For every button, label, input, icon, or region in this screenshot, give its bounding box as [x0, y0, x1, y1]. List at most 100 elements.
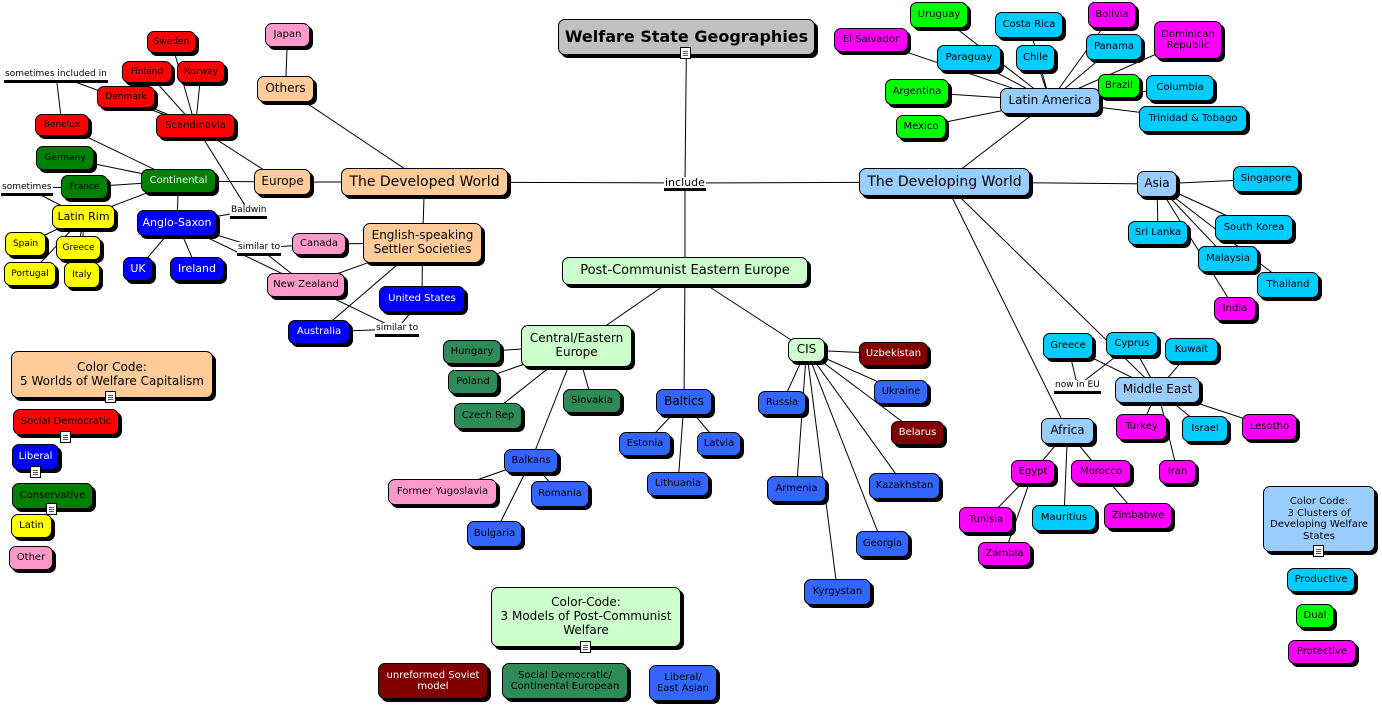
- node-estonia[interactable]: Estonia: [619, 432, 671, 456]
- node-finland[interactable]: Finland: [122, 61, 172, 83]
- node-lp-uns[interactable]: unreformed Soviet model: [378, 663, 488, 699]
- node-columbia[interactable]: Columbia: [1146, 75, 1214, 101]
- node-greece-me[interactable]: Greece: [1043, 333, 1093, 359]
- node-norway[interactable]: Norway: [177, 61, 225, 83]
- node-greece-eu[interactable]: Greece: [56, 236, 101, 260]
- node-malaysia[interactable]: Malaysia: [1198, 246, 1258, 272]
- node-turkey[interactable]: Turkey: [1116, 414, 1167, 440]
- node-portugal[interactable]: Portugal: [4, 262, 56, 286]
- node-benelux[interactable]: Benelux: [35, 114, 89, 136]
- node-brazil[interactable]: Brazil: [1098, 74, 1140, 98]
- node-denmark[interactable]: Denmark: [97, 86, 155, 108]
- node-france[interactable]: France: [61, 175, 108, 199]
- node-settler[interactable]: English-speaking Settler Societies: [363, 223, 482, 263]
- document-icon[interactable]: [105, 391, 116, 403]
- node-continental[interactable]: Continental: [141, 169, 216, 193]
- node-lp-lea[interactable]: Liberal/ East Asian: [649, 665, 717, 701]
- node-baltics[interactable]: Baltics: [656, 389, 712, 415]
- document-icon[interactable]: [30, 466, 41, 478]
- node-postcommunist[interactable]: Post-Communist Eastern Europe: [562, 257, 808, 285]
- node-singapore[interactable]: Singapore: [1233, 166, 1299, 192]
- node-romania[interactable]: Romania: [531, 481, 589, 507]
- node-uzbekistan[interactable]: Uzbekistan: [859, 342, 928, 366]
- node-asia[interactable]: Asia: [1137, 171, 1177, 197]
- node-zimbabwe[interactable]: Zimbabwe: [1104, 503, 1172, 529]
- node-lw-lat[interactable]: Latin: [11, 514, 52, 538]
- node-morocco[interactable]: Morocco: [1071, 460, 1131, 484]
- node-lw-sd[interactable]: Social Democratic: [13, 409, 119, 435]
- node-latin-america[interactable]: Latin America: [1000, 88, 1100, 114]
- node-hungary[interactable]: Hungary: [443, 340, 501, 364]
- node-bolivia[interactable]: Bolivia: [1088, 2, 1136, 28]
- node-armenia[interactable]: Armenia: [767, 476, 826, 502]
- node-iran[interactable]: Iran: [1159, 460, 1196, 484]
- node-cis[interactable]: CIS: [788, 338, 825, 362]
- node-israel[interactable]: Israel: [1182, 416, 1228, 442]
- node-lesotho[interactable]: Lesotho: [1242, 414, 1297, 440]
- node-europe[interactable]: Europe: [254, 169, 311, 195]
- node-tunisia[interactable]: Tunisia: [959, 507, 1013, 533]
- node-slovakia[interactable]: Slovakia: [563, 389, 621, 413]
- node-uk[interactable]: UK: [123, 257, 153, 281]
- node-lw-title[interactable]: Color Code: 5 Worlds of Welfare Capitali…: [11, 351, 213, 398]
- node-trinidad[interactable]: Trinidad & Tobago: [1139, 106, 1247, 132]
- node-belarus[interactable]: Belarus: [891, 421, 944, 445]
- node-japan[interactable]: Japan: [265, 23, 310, 47]
- node-ld-title[interactable]: Color Code: 3 Clusters of Developing Wel…: [1263, 486, 1375, 552]
- node-kyrgystan[interactable]: Kyrgystan: [804, 579, 871, 605]
- node-lp-title[interactable]: Color-Code: 3 Models of Post-Communist W…: [491, 587, 681, 647]
- node-germany[interactable]: Germany: [36, 146, 94, 170]
- document-icon[interactable]: [1313, 545, 1324, 557]
- node-scandinavia[interactable]: Scandinavia: [156, 114, 235, 138]
- node-former-yugoslavia[interactable]: Former Yugoslavia: [388, 479, 497, 505]
- node-mauritius[interactable]: Mauritius: [1032, 505, 1096, 531]
- node-lw-oth[interactable]: Other: [9, 546, 53, 570]
- node-spain[interactable]: Spain: [5, 232, 46, 256]
- node-argentina[interactable]: Argentina: [885, 79, 949, 105]
- node-south-korea[interactable]: South Korea: [1215, 215, 1293, 241]
- node-panama[interactable]: Panama: [1086, 34, 1142, 60]
- node-thailand[interactable]: Thailand: [1257, 272, 1319, 298]
- node-uruguay[interactable]: Uruguay: [910, 2, 968, 28]
- node-new-zealand[interactable]: New Zealand: [267, 273, 345, 297]
- node-poland[interactable]: Poland: [448, 370, 498, 394]
- node-ld-dual[interactable]: Dual: [1296, 604, 1334, 628]
- node-latin-rim[interactable]: Latin Rim: [52, 205, 115, 229]
- node-africa[interactable]: Africa: [1041, 418, 1094, 444]
- document-icon[interactable]: [580, 641, 591, 653]
- node-lithuania[interactable]: Lithuania: [647, 472, 709, 496]
- node-ld-prod[interactable]: Productive: [1287, 568, 1355, 592]
- node-georgia[interactable]: Georgia: [856, 531, 909, 557]
- document-icon[interactable]: [46, 503, 57, 515]
- node-canada[interactable]: Canada: [292, 233, 346, 255]
- node-cyprus[interactable]: Cyprus: [1106, 332, 1158, 356]
- node-mexico[interactable]: Mexico: [896, 115, 946, 139]
- node-kuwait[interactable]: Kuwait: [1165, 338, 1218, 362]
- document-icon[interactable]: [60, 431, 71, 443]
- node-zambia[interactable]: Zambia: [978, 542, 1031, 566]
- node-czech[interactable]: Czech Rep: [454, 403, 522, 429]
- node-kazakhstan[interactable]: Kazakhstan: [869, 473, 940, 499]
- node-latvia[interactable]: Latvia: [697, 432, 741, 456]
- document-icon[interactable]: [680, 47, 691, 59]
- node-sweden[interactable]: Sweden: [147, 31, 196, 53]
- node-developed[interactable]: The Developed World: [341, 168, 508, 196]
- node-dominican[interactable]: Dominican Republic: [1154, 21, 1222, 59]
- node-united-states[interactable]: United States: [379, 286, 465, 312]
- node-chile[interactable]: Chile: [1016, 45, 1055, 71]
- node-anglo-saxon[interactable]: Anglo-Saxon: [137, 210, 217, 236]
- node-lp-sdc[interactable]: Social Democratic/ Continental European: [502, 663, 628, 699]
- node-paraguay[interactable]: Paraguay: [937, 45, 1001, 71]
- node-middle-east[interactable]: Middle East: [1115, 377, 1200, 403]
- node-sri-lanka[interactable]: Sri Lanka: [1128, 221, 1188, 245]
- node-others[interactable]: Others: [257, 76, 314, 102]
- node-ireland[interactable]: Ireland: [170, 257, 224, 281]
- node-developing[interactable]: The Developing World: [859, 168, 1030, 196]
- node-italy[interactable]: Italy: [64, 262, 100, 288]
- node-russia[interactable]: Russia: [758, 391, 806, 415]
- node-ukraine[interactable]: Ukraine: [874, 380, 928, 404]
- node-bulgaria[interactable]: Bulgaria: [467, 521, 522, 547]
- node-egypt[interactable]: Egypt: [1011, 460, 1055, 484]
- node-ld-prot[interactable]: Protective: [1288, 640, 1356, 664]
- node-balkans[interactable]: Balkans: [504, 449, 558, 473]
